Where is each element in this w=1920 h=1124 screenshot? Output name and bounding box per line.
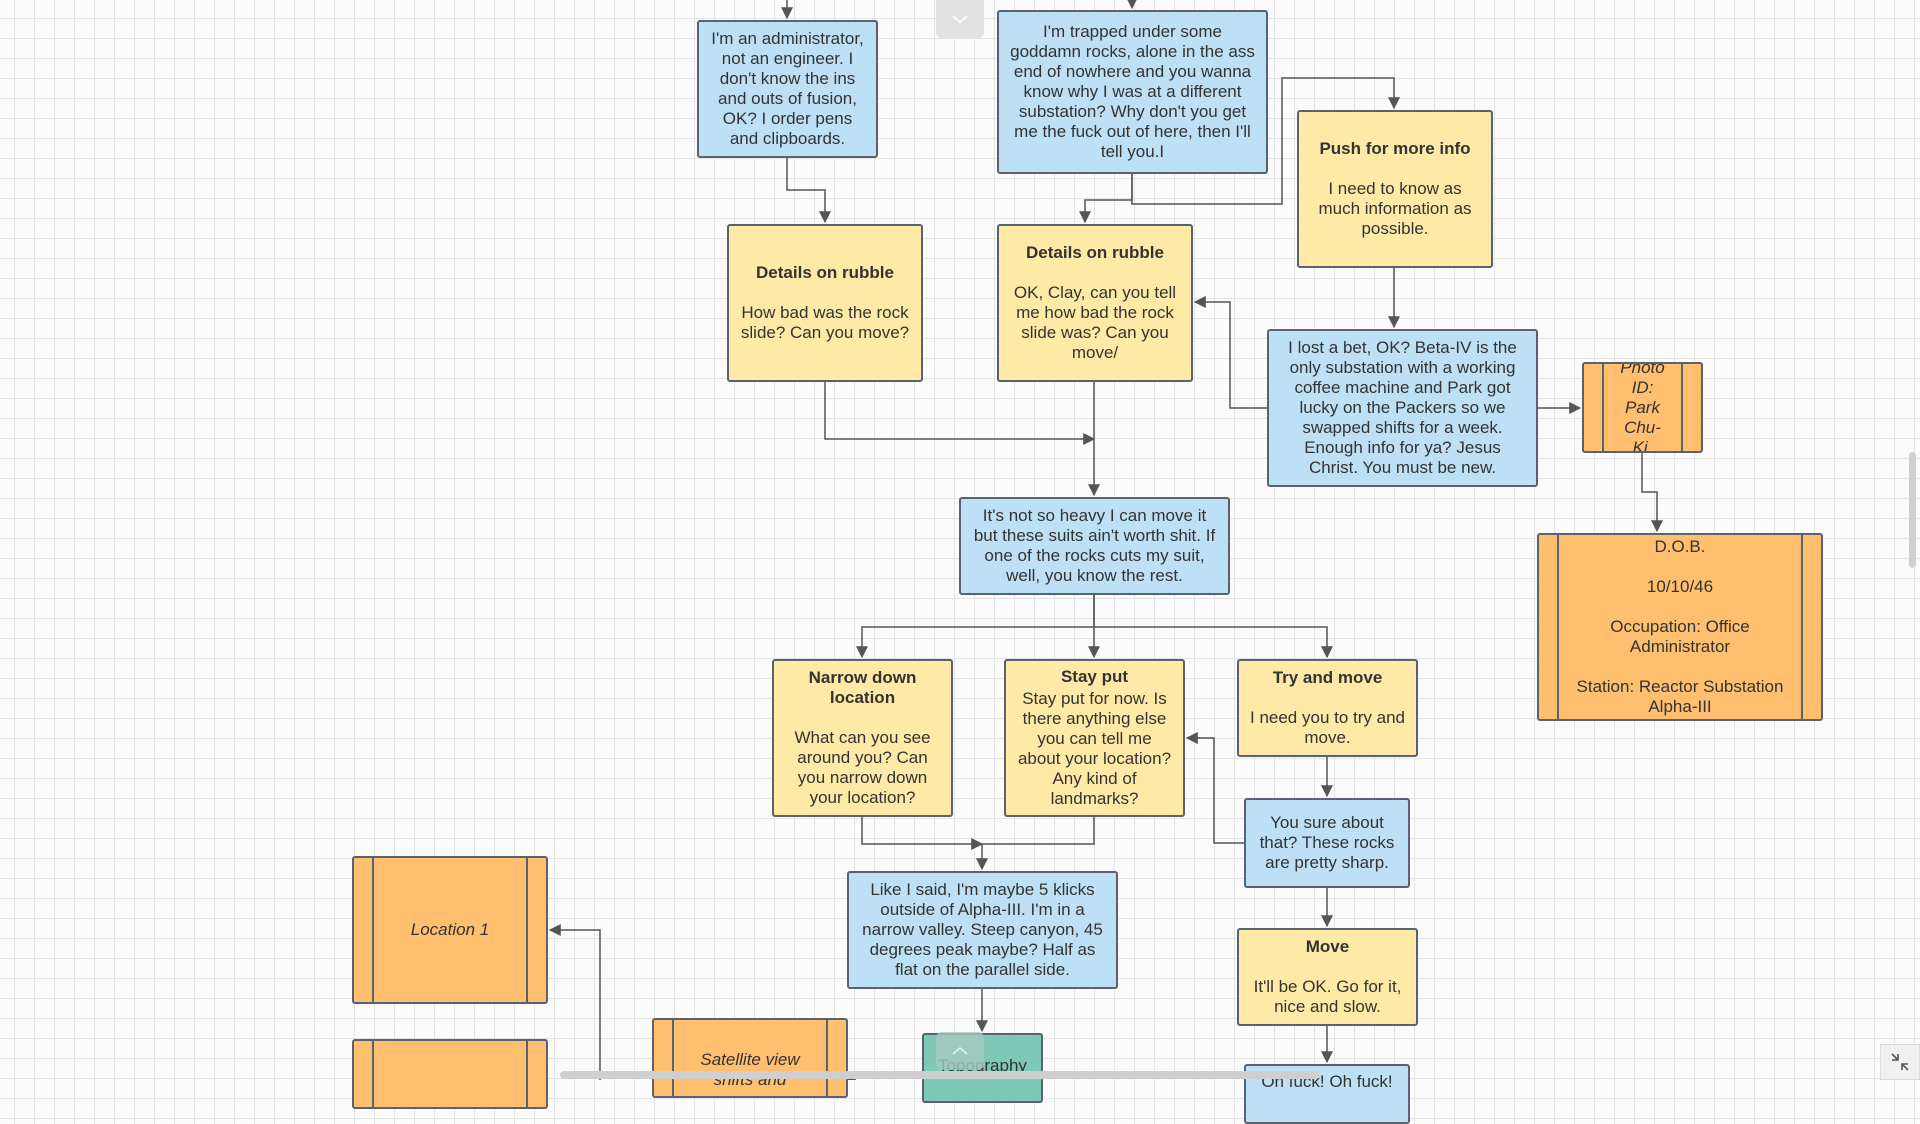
node-body: You sure about that? These rocks are pre… — [1259, 813, 1395, 872]
node-body: D.O.B. 10/10/46 Occupation: Office Admin… — [1576, 537, 1784, 716]
node-body: It'll be OK. Go for it, nice and slow. — [1253, 977, 1402, 1016]
node-dob[interactable]: D.O.B. 10/10/46 Occupation: Office Admin… — [1537, 533, 1823, 721]
connector-arrow[interactable] — [856, 595, 1095, 659]
chevron-up-icon — [952, 1047, 968, 1055]
connector-arrow[interactable] — [786, 158, 831, 224]
node-title: Stay put — [1060, 667, 1129, 686]
node-body: I need you to try and move. — [1250, 708, 1405, 747]
node-body: I'm trapped under some goddamn rocks, al… — [1010, 22, 1255, 161]
node-title: Try and move — [1272, 668, 1383, 687]
node-location-1[interactable]: Location 1 — [352, 856, 548, 1004]
node-try-move[interactable]: Try and move I need you to try and move. — [1237, 659, 1418, 757]
connector-arrow[interactable] — [548, 924, 601, 1080]
connector-arrow[interactable] — [861, 817, 984, 850]
collapse-bottom-tab[interactable] — [936, 1032, 984, 1070]
connector-arrow[interactable] — [824, 382, 1096, 445]
node-satellite[interactable]: Satellite view shifts and narrows — [652, 1018, 848, 1098]
connector-arrow[interactable] — [1641, 453, 1663, 533]
node-sure[interactable]: You sure about that? These rocks are pre… — [1244, 798, 1410, 888]
node-body: Like I said, I'm maybe 5 klicks outside … — [862, 880, 1103, 979]
connector-arrow[interactable] — [1131, 77, 1400, 205]
node-title: Narrow down location — [808, 668, 917, 707]
node-body: Photo ID: Park Chu-Ki. — [1620, 362, 1665, 453]
node-body: OK, Clay, can you tell me how bad the ro… — [1013, 283, 1177, 362]
node-not-heavy[interactable]: It's not so heavy I can move it but thes… — [959, 497, 1230, 595]
node-body: Location 1 — [410, 920, 490, 939]
fit-view-button[interactable] — [1880, 1044, 1920, 1080]
chevron-down-icon — [952, 15, 968, 23]
node-like-said[interactable]: Like I said, I'm maybe 5 klicks outside … — [847, 871, 1118, 989]
node-body: What can you see around you? Can you nar… — [794, 728, 931, 807]
node-title: Move — [1305, 937, 1350, 956]
connector-arrow[interactable] — [1079, 174, 1133, 224]
node-title: Details on rubble — [756, 263, 894, 282]
node-body: Stay put for now. Is there anything else… — [1017, 689, 1172, 808]
node-body: I'm an administrator, not an engineer. I… — [711, 29, 864, 148]
node-push-info[interactable]: Push for more info I need to know as much… — [1297, 110, 1493, 268]
horizontal-scrollbar[interactable] — [560, 1071, 1320, 1079]
connector-arrow[interactable] — [1185, 732, 1244, 844]
vertical-scrollbar[interactable] — [1909, 452, 1916, 568]
node-trapped[interactable]: I'm trapped under some goddamn rocks, al… — [997, 10, 1268, 174]
node-body: I lost a bet, OK? Beta-IV is the only su… — [1288, 338, 1517, 477]
node-title: Push for more info — [1319, 139, 1471, 158]
connector-arrow[interactable] — [1094, 626, 1333, 659]
collapse-top-tab[interactable] — [936, 0, 984, 38]
node-photo-id[interactable]: Photo ID: Park Chu-Ki. — [1582, 362, 1703, 453]
node-body: I need to know as much information as po… — [1318, 179, 1472, 238]
node-administrator[interactable]: I'm an administrator, not an engineer. I… — [697, 20, 878, 158]
node-body: How bad was the rock slide? Can you move… — [740, 303, 910, 342]
connector-arrow[interactable] — [976, 817, 1095, 871]
node-location-2[interactable] — [352, 1039, 548, 1109]
node-body: It's not so heavy I can move it but thes… — [973, 506, 1216, 585]
node-lost-bet[interactable]: I lost a bet, OK? Beta-IV is the only su… — [1267, 329, 1538, 487]
collapse-arrows-icon — [1891, 1053, 1909, 1071]
node-title: Details on rubble — [1026, 243, 1164, 262]
connector-arrow[interactable] — [1193, 296, 1267, 409]
